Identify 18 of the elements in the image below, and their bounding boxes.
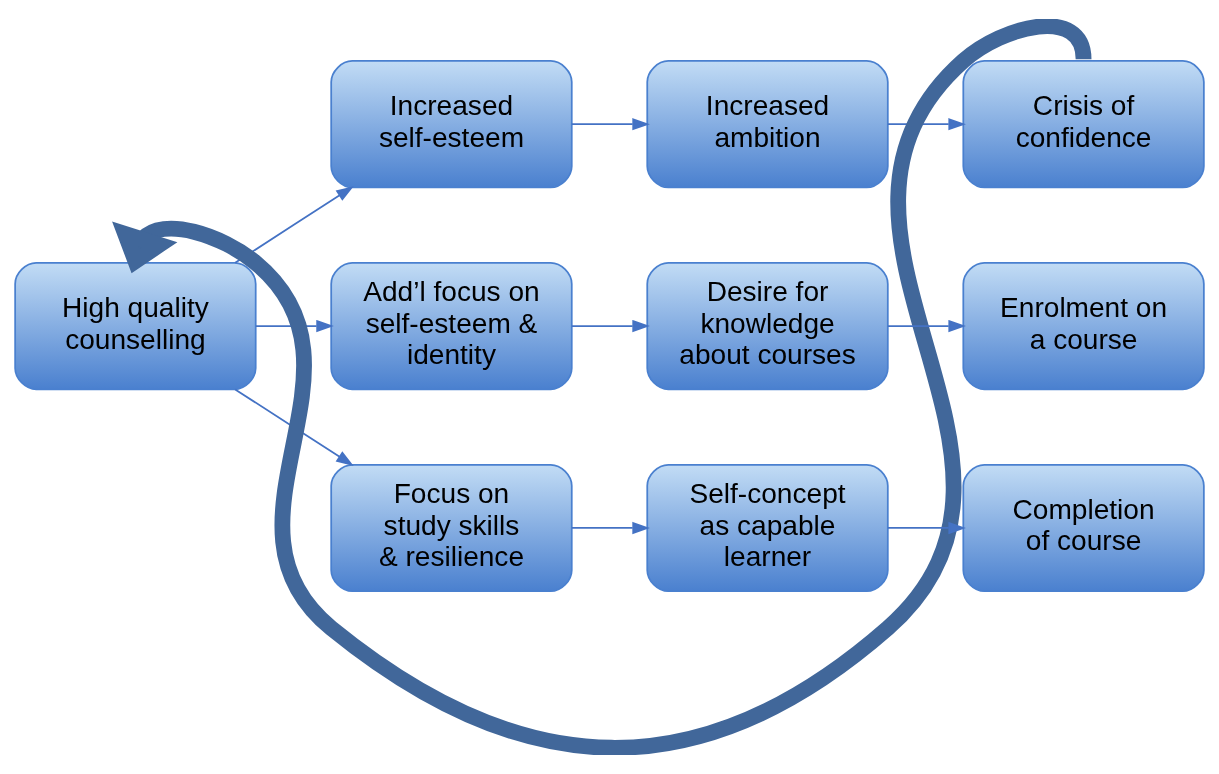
arrow xyxy=(887,521,966,535)
node-box: High quality counselling xyxy=(14,261,257,391)
arrow xyxy=(887,319,966,333)
node-box: Desire for knowledge about courses xyxy=(646,261,889,391)
arrow xyxy=(112,19,1092,755)
node-box: Increased self-esteem xyxy=(330,60,573,189)
node-box: Completion of course xyxy=(962,463,1205,593)
node-box: Focus on study skills & resilience xyxy=(330,463,573,593)
arrow xyxy=(234,388,354,466)
node-box: Enrolment on a course xyxy=(962,261,1205,391)
node-box: Crisis of confidence xyxy=(962,60,1205,189)
arrow xyxy=(570,521,650,535)
node-box: Self-concept as capable learner xyxy=(646,463,889,593)
arrow xyxy=(234,186,354,264)
arrow xyxy=(570,319,650,333)
node-box: Add’l focus on self-esteem & identity xyxy=(330,261,573,391)
arrow xyxy=(570,117,650,131)
node-box: Increased ambition xyxy=(646,60,889,189)
